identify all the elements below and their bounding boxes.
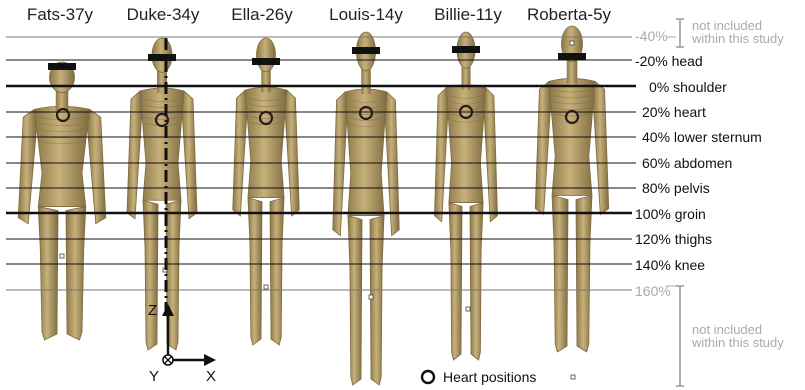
level-label-minus40: -40% [635,28,668,44]
eye-bar-fats [48,63,76,70]
phantom-body-ella [233,38,300,345]
legend-heart-circle-icon [422,371,434,383]
level-label-pelvis: 80% pelvis [642,180,710,196]
level-label-heart: 20% heart [642,104,706,120]
level-label-lower-sternum: 40% lower sternum [642,129,762,145]
legend-heart-label: Heart positions [443,369,536,385]
level-lines [6,37,636,290]
square-marker [369,295,373,299]
phantom-body-roberta [535,26,609,352]
eye-bar-louis [352,47,380,54]
square-marker [60,254,64,258]
phantom-name-louis: Louis-14y [329,5,403,25]
eye-bar-duke [148,54,176,61]
phantom-body-fats [18,62,106,340]
square-marker [264,285,268,289]
phantom-name-duke: Duke-34y [127,5,200,25]
axis-x-arrowhead [204,354,216,366]
axis-y-label: Y [149,368,159,385]
phantom-name-roberta: Roberta-5y [527,5,611,25]
note-top: not included within this study [692,19,784,45]
level-label-abdomen: 60% abdomen [642,155,732,171]
level-label-shoulder: 0% shoulder [649,79,727,95]
square-marker [570,41,574,45]
legend-square-icon [571,375,575,379]
axis-z-label: Z [148,302,157,319]
eye-bar-roberta [558,53,586,60]
level-label-thighs: 120% thighs [635,231,712,247]
note-bottom: not included within this study [692,323,784,349]
note-bottom-line2: within this study [692,336,784,349]
bracket-top [676,19,684,47]
axis-x-label: X [206,368,216,385]
phantom-name-fats: Fats-37y [27,5,93,25]
eye-bar-billie [452,46,480,53]
phantom-name-billie: Billie-11y [434,5,502,25]
square-marker [466,307,470,311]
level-label-head: -20% head [635,53,703,69]
bracket-bottom [676,286,684,386]
eye-bar-ella [252,58,280,65]
level-label-groin: 100% groin [635,206,706,222]
level-label-160: 160% [635,283,671,299]
note-top-line2: within this study [692,32,784,45]
level-label-knee: 140% knee [635,257,705,273]
phantom-name-ella: Ella-26y [231,5,292,25]
phantom-bodies [18,26,609,385]
